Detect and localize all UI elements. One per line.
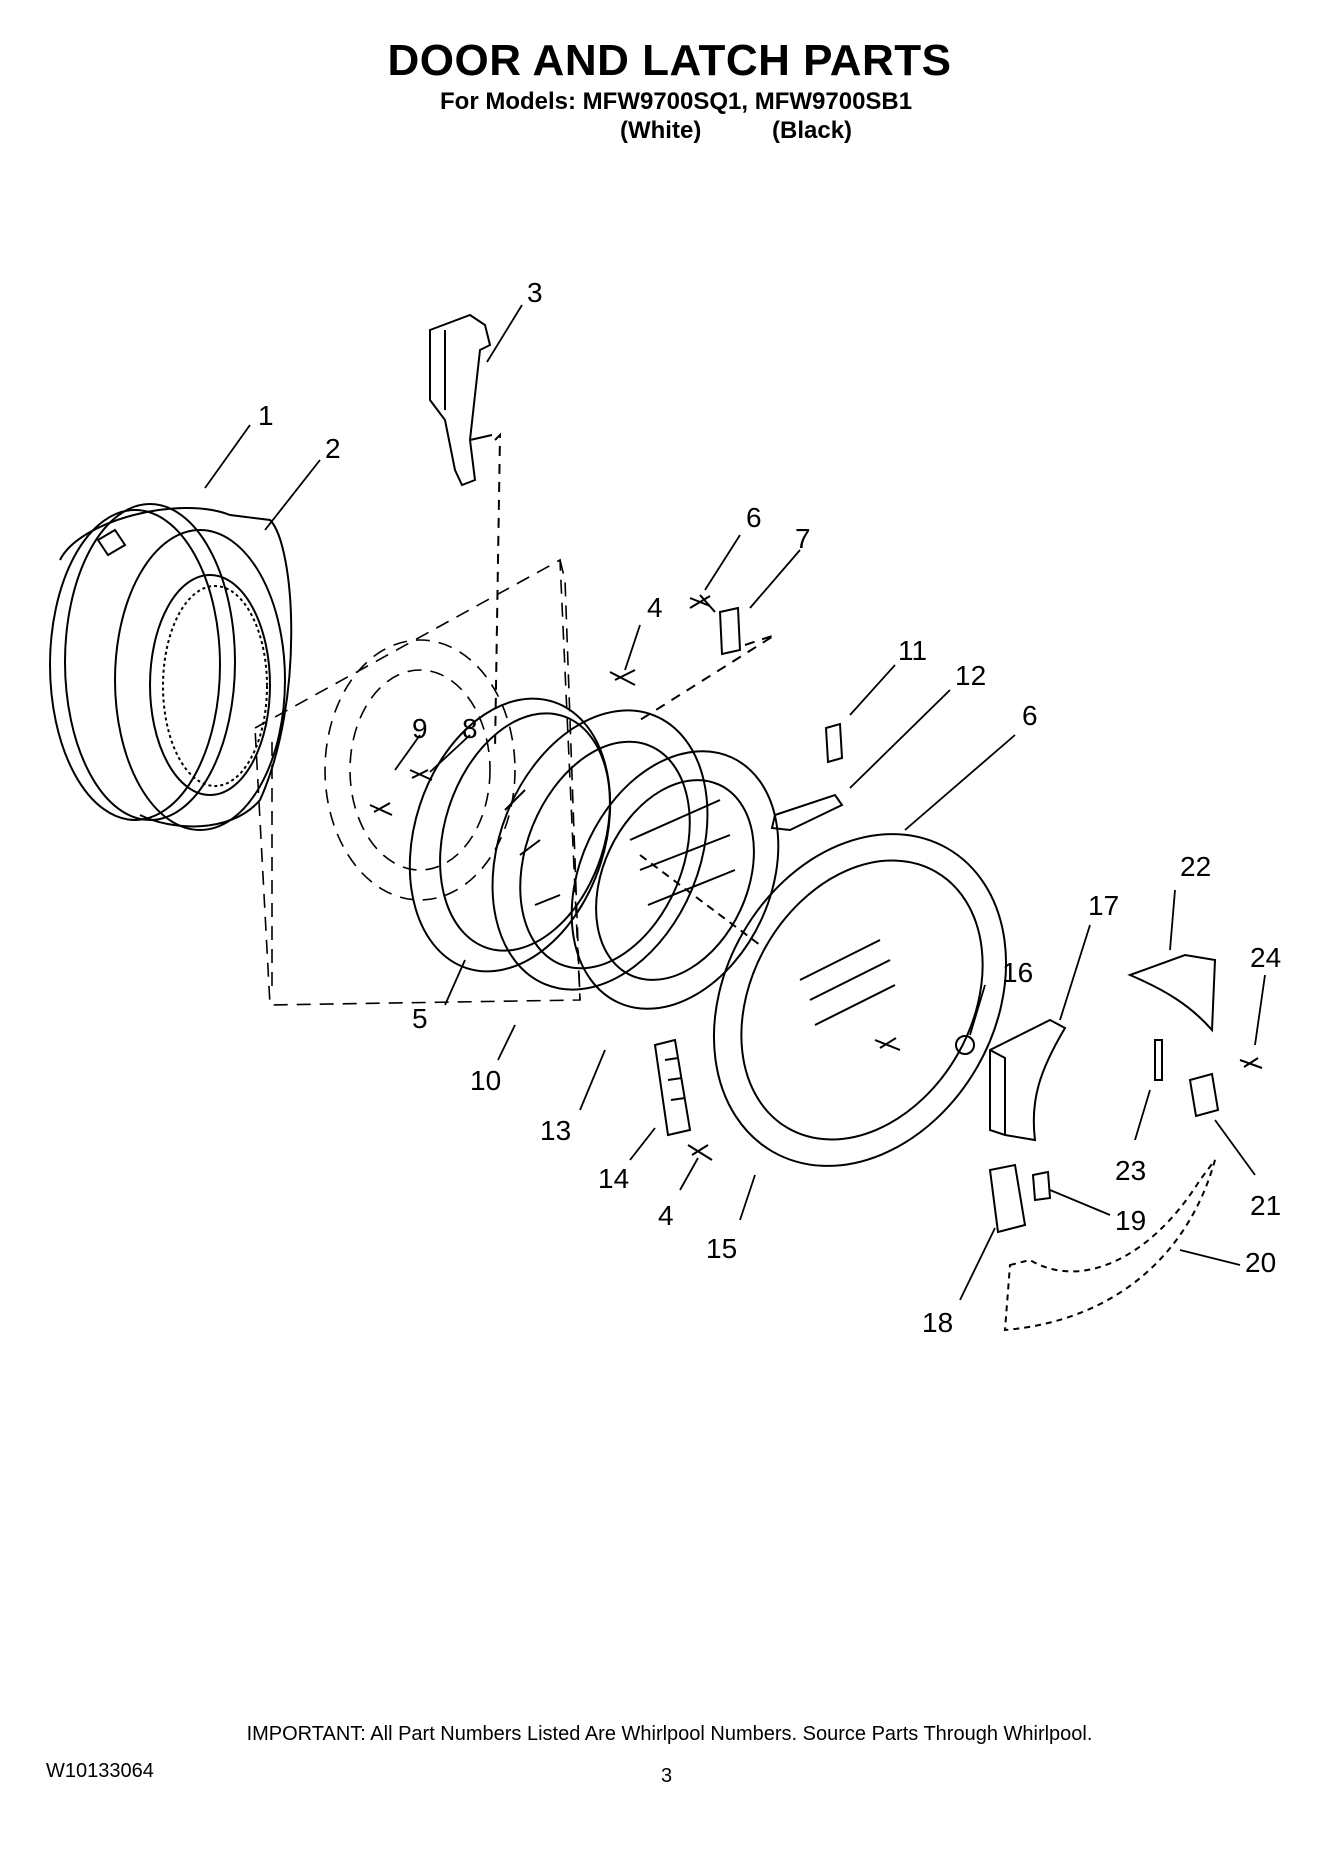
important-notice: IMPORTANT: All Part Numbers Listed Are W… [246, 1723, 1093, 1745]
callout-23: 23 [1115, 1155, 1146, 1186]
callout-21: 21 [1250, 1190, 1281, 1221]
leader-lines [204, 304, 1266, 1301]
door-trim [1003, 1159, 1216, 1332]
callout-24: 24 [1250, 942, 1281, 973]
handle-top [1127, 953, 1217, 1033]
callout-8: 8 [462, 713, 478, 744]
callout-14: 14 [598, 1163, 629, 1194]
document-number: W10133064 [46, 1760, 154, 1782]
callout-7: 7 [795, 523, 811, 554]
callout-2: 2 [325, 433, 341, 464]
callout-11: 11 [898, 635, 927, 666]
callout-15: 15 [706, 1233, 737, 1264]
callout-10: 10 [470, 1065, 501, 1096]
callout-20: 20 [1245, 1247, 1276, 1278]
door-glass [570, 750, 780, 1010]
latch-clip-and-plate [770, 722, 844, 832]
callout-3: 3 [527, 277, 543, 308]
callout-22: 22 [1180, 851, 1211, 882]
door-hinge [653, 1038, 692, 1137]
callout-19: 19 [1115, 1205, 1146, 1236]
handle-cover [989, 1018, 1067, 1142]
variant-black-label: (Black) [772, 117, 853, 144]
callout-6-right: 6 [1022, 700, 1038, 731]
callout-9: 9 [412, 713, 428, 744]
callout-6-top: 6 [746, 502, 762, 533]
latch-components [988, 1039, 1220, 1234]
callout-5: 5 [412, 1003, 428, 1034]
callout-12: 12 [955, 660, 986, 691]
callout-13: 13 [540, 1115, 571, 1146]
callout-16: 16 [1002, 957, 1033, 988]
callout-labels: 1 2 3 4 6 7 9 8 5 10 13 14 4 15 11 12 6 … [258, 277, 1281, 1338]
door-button [955, 1035, 975, 1055]
door-outer-ring [408, 697, 612, 973]
outer-door [712, 833, 1008, 1167]
hinge-bracket [429, 313, 502, 751]
door-strike [639, 606, 776, 721]
models-line: For Models: MFW9700SQ1, MFW9700SB1 [440, 88, 913, 115]
variant-white-label: (White) [620, 117, 702, 144]
page-title: DOOR AND LATCH PARTS [387, 36, 952, 85]
boot-assembly [49, 503, 293, 831]
callout-4-top: 4 [647, 592, 663, 623]
cabinet-front-outline [254, 558, 581, 1006]
callout-17: 17 [1088, 890, 1119, 921]
fasteners [369, 594, 1263, 1161]
callout-1: 1 [258, 400, 274, 431]
callout-4-bottom: 4 [658, 1200, 674, 1231]
callout-18: 18 [922, 1307, 953, 1338]
page-number: 3 [661, 1765, 673, 1787]
